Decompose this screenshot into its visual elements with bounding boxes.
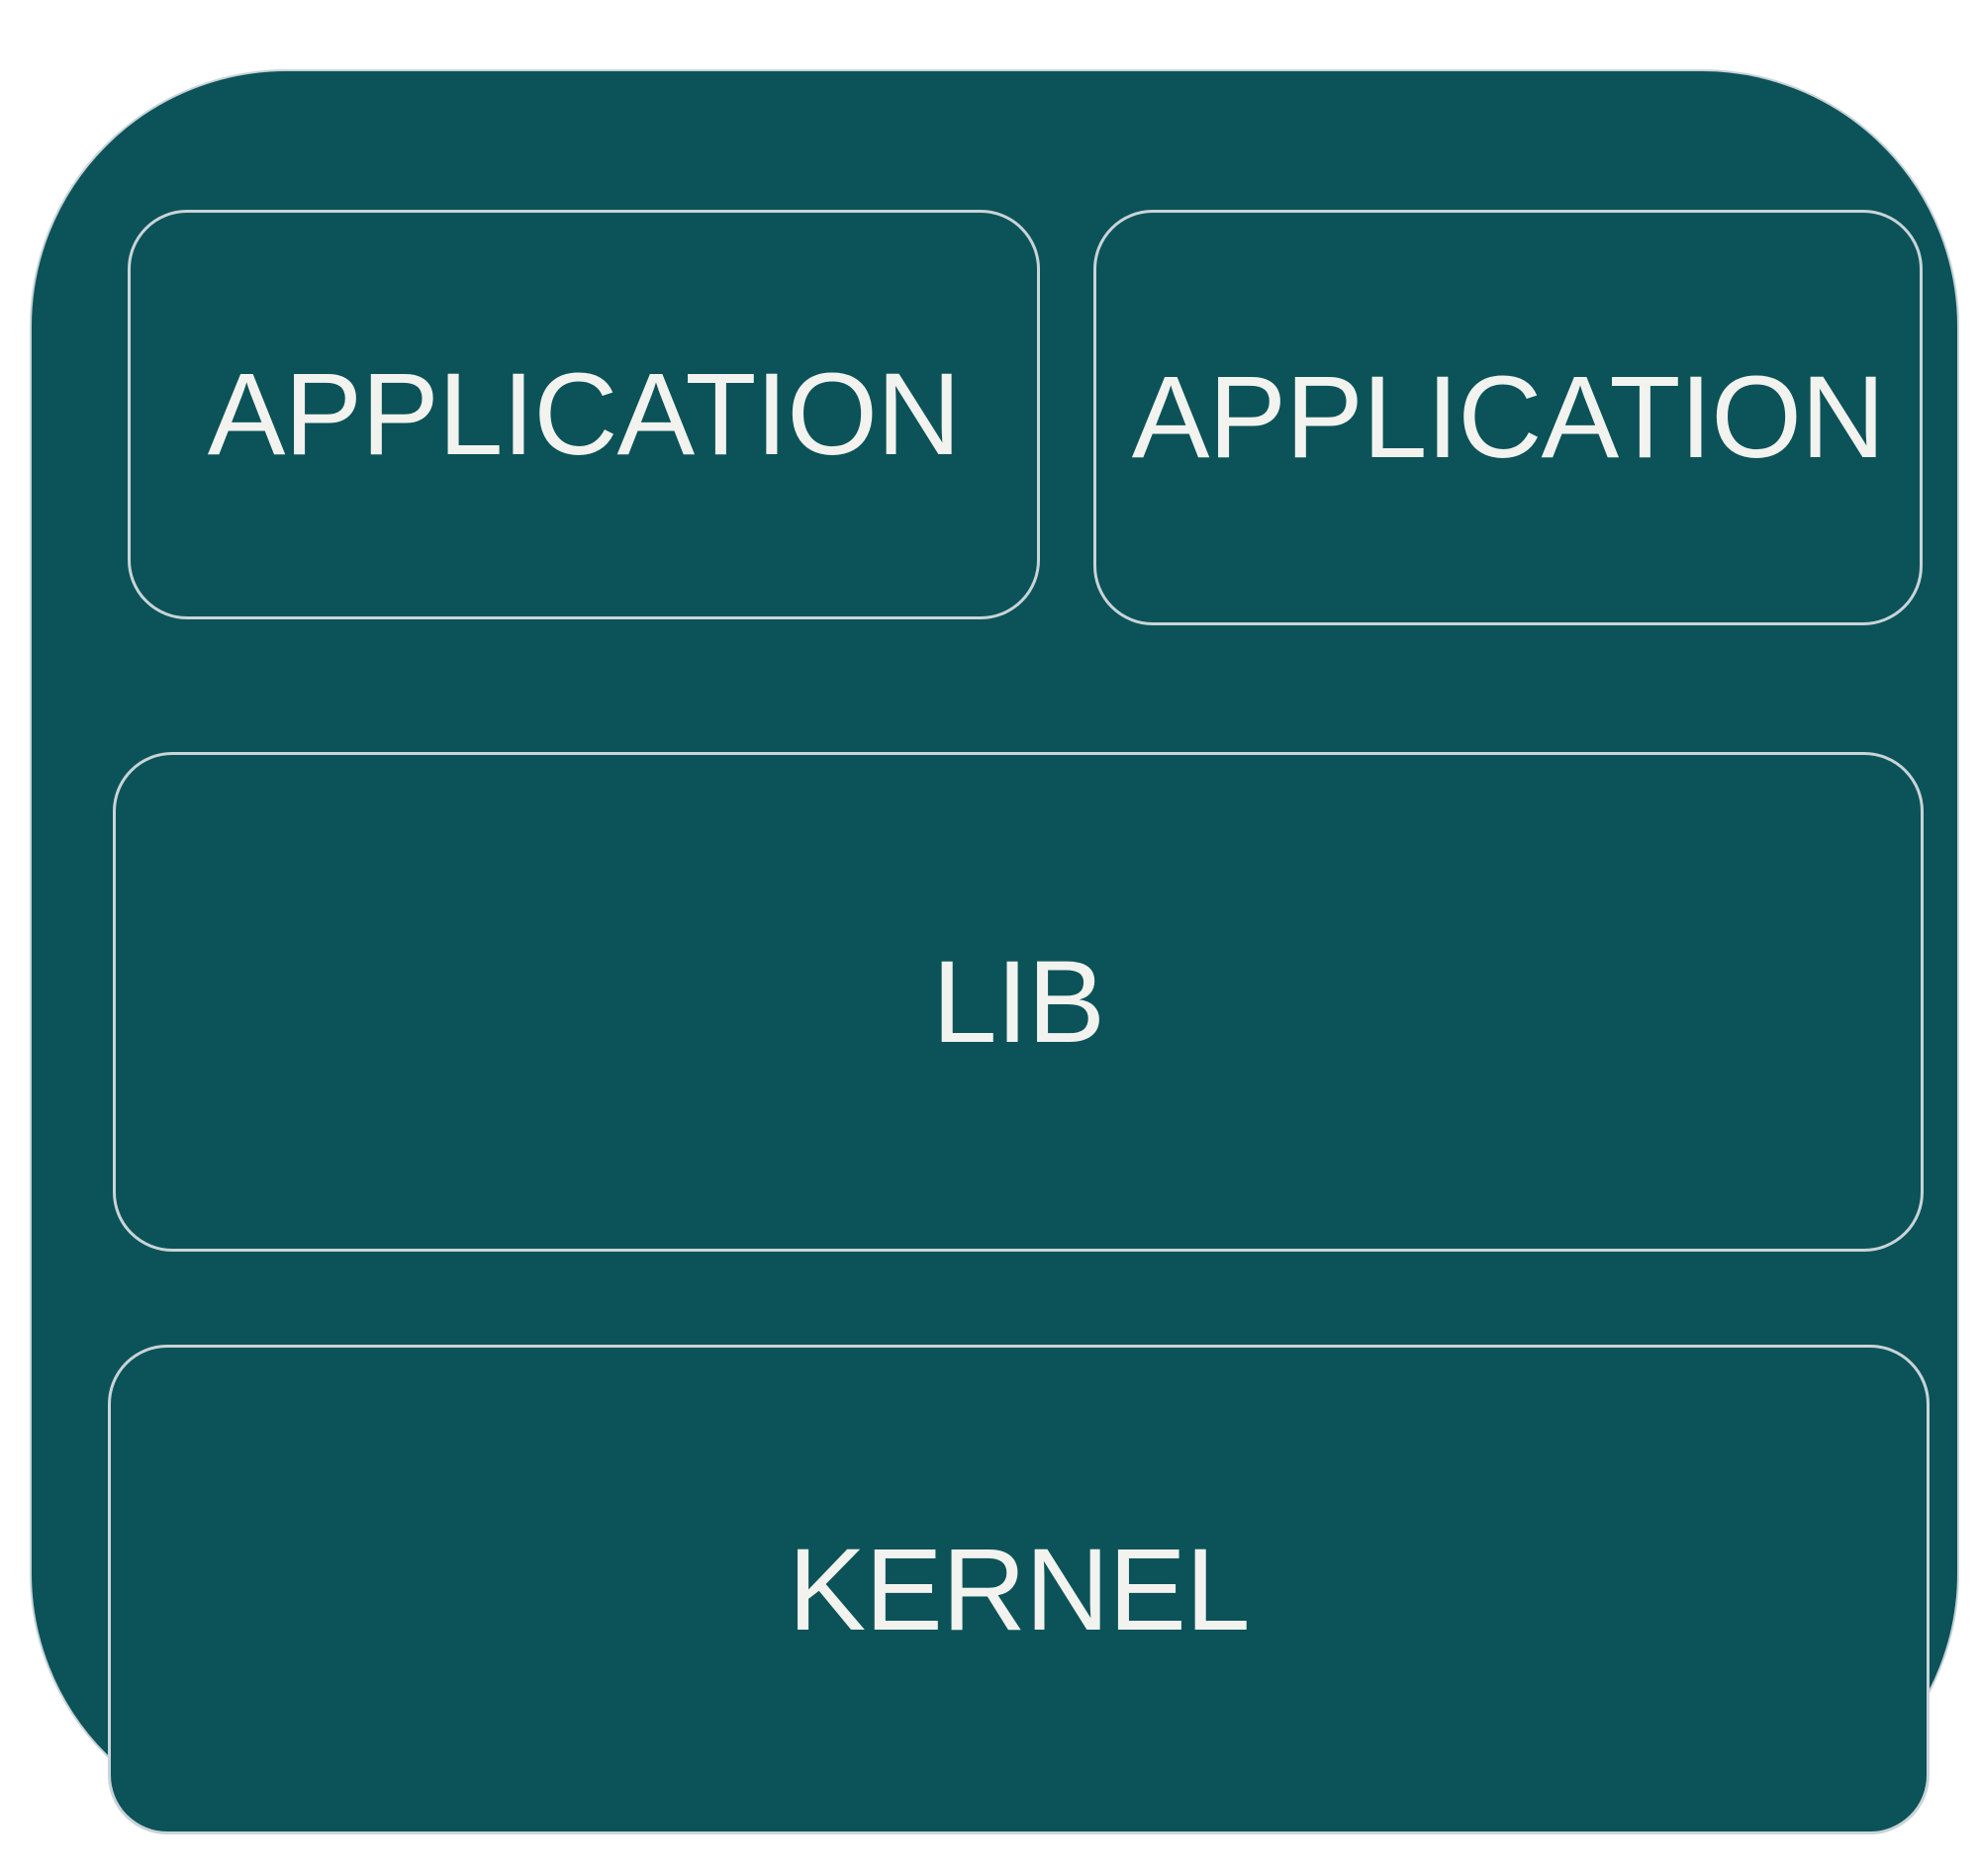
kernel-label: KERNEL xyxy=(788,1524,1250,1655)
lib-block: LIB xyxy=(113,752,1924,1252)
application-label-left: APPLICATION xyxy=(207,349,962,480)
kernel-block: KERNEL xyxy=(108,1345,1930,1834)
lib-label: LIB xyxy=(931,936,1105,1068)
system-stack-panel: APPLICATION APPLICATION LIB KERNEL xyxy=(30,69,1959,1834)
application-block-right: APPLICATION xyxy=(1093,210,1923,625)
application-label-right: APPLICATION xyxy=(1131,352,1886,483)
application-block-left: APPLICATION xyxy=(128,210,1040,619)
